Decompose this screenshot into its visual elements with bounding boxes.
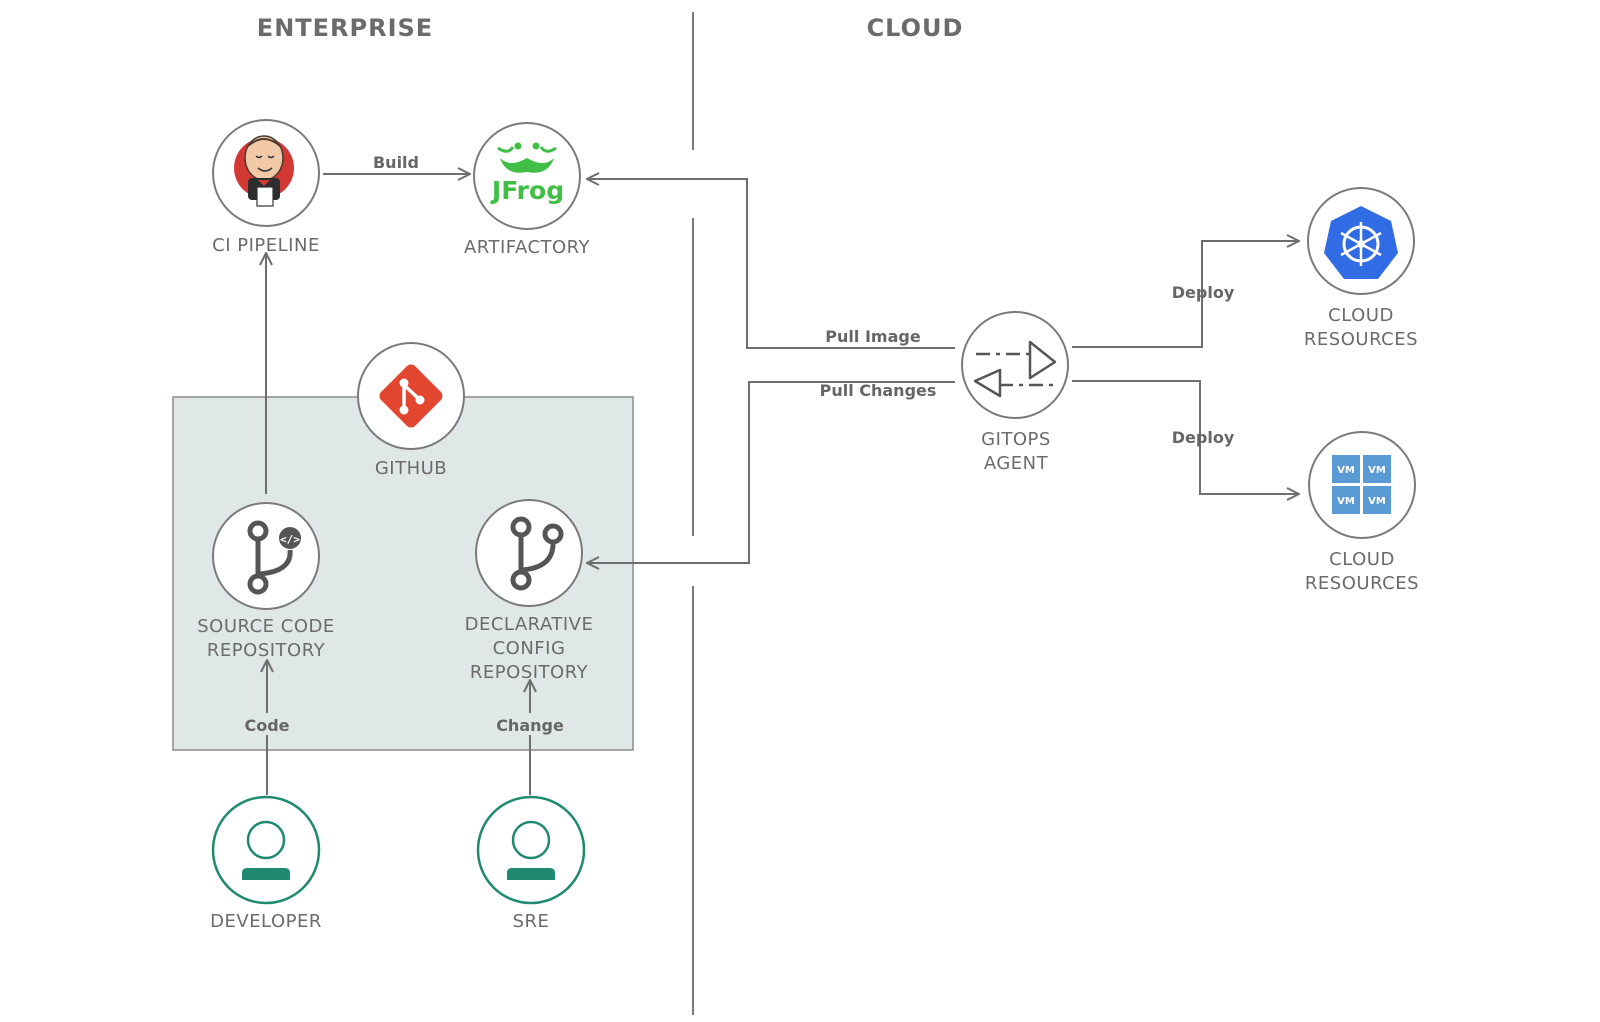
change-label-bg [494,713,566,735]
vm-tile-label: VM [1337,465,1355,476]
artifactory-label: ARTIFACTORY [464,237,591,258]
source-repo-label-line1: SOURCE CODE [197,616,335,637]
vm-tile [1363,455,1391,483]
git-logo-icon [379,364,443,428]
cloud-resources-k8s-label-line1: CLOUD [1328,305,1394,326]
deploy-vm-label: Deploy [1172,428,1235,447]
vm-tile [1363,486,1391,514]
cloud-resources-k8s-label-line2: RESOURCES [1304,329,1418,350]
enterprise-section-title: ENTERPRISE [257,14,433,42]
ci-pipeline-node [212,119,320,227]
developer-label: DEVELOPER [210,911,322,932]
jenkins-icon [234,135,294,207]
change-edge-label: Change [496,716,564,735]
gitops-agent-label-line2: AGENT [984,453,1049,474]
build-edge-label: Build [373,153,419,172]
config-repo-label-line2: CONFIG [493,638,566,659]
ci-pipeline-label: CI PIPELINE [212,235,320,256]
code-branch-icon: </> [247,520,301,595]
pull-changes-label: Pull Changes [820,381,937,400]
cloud-resources-k8s-node [1307,187,1415,295]
sre-node [476,795,586,905]
deploy-vm-edge [1072,380,1299,494]
sync-arrows-icon [973,340,1057,398]
svg-text:</>: </> [280,533,300,546]
deploy-k8s-label: Deploy [1172,283,1235,302]
pull-image-edge [587,179,955,349]
pull-image-label: Pull Image [825,327,921,346]
code-edge-label: Code [244,716,289,735]
source-repo-label-line2: REPOSITORY [207,640,326,661]
person-icon [507,820,555,880]
gitops-agent-label-line1: GITOPS [981,429,1051,450]
cloud-resources-vm-node: VM VM VM VM [1308,431,1416,539]
person-icon [242,820,290,880]
vm-grid-icon: VM VM VM VM [1332,455,1391,514]
vm-tile-label: VM [1368,496,1386,507]
cloud-section-title: CLOUD [867,14,964,42]
vm-tile-label: VM [1368,465,1386,476]
vm-tile [1332,455,1360,483]
sre-label: SRE [513,911,550,932]
artifactory-node: JFrog [473,122,581,230]
jfrog-frog-icon [497,142,557,173]
developer-node [211,795,321,905]
jfrog-logo-text: JFrog [490,176,564,205]
config-repo-node [475,499,583,607]
vm-tile-label: VM [1337,496,1355,507]
vm-tile [1332,486,1360,514]
code-label-bg [240,713,294,735]
config-repo-label-line1: DECLARATIVE [465,614,594,635]
pull-changes-edge [587,381,955,563]
cloud-resources-vm-label-line2: RESOURCES [1305,573,1419,594]
deploy-k8s-edge [1072,241,1299,348]
branch-icon [510,516,564,591]
gitops-agent-node [961,311,1069,419]
source-repo-node: </> [212,502,320,610]
github-label: GITHUB [375,458,447,479]
kubernetes-icon [1324,206,1398,279]
cloud-resources-vm-label-line1: CLOUD [1329,549,1395,570]
config-repo-label-line3: REPOSITORY [470,662,589,683]
github-node [357,342,465,450]
